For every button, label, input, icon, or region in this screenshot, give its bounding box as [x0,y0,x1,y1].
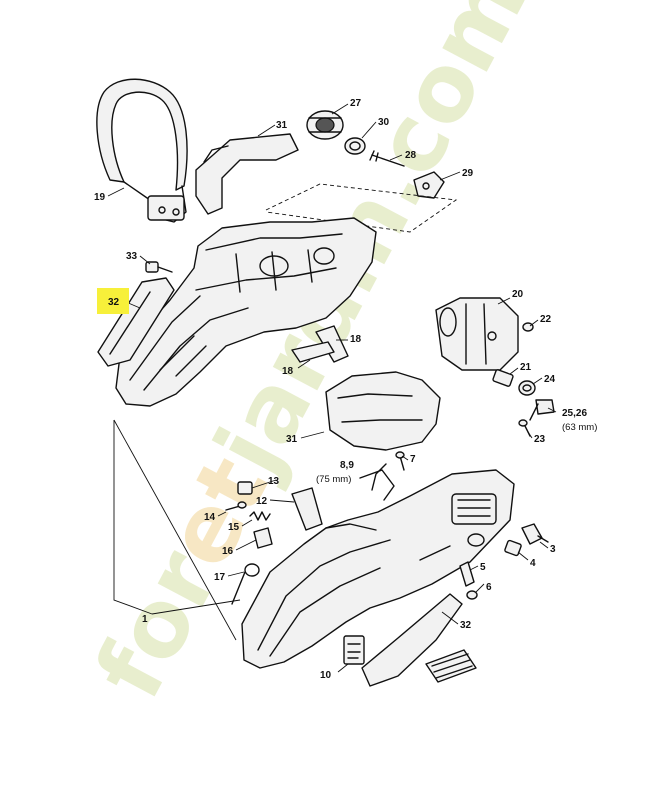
callout-27[interactable]: 27 [350,98,362,109]
callout-5[interactable]: 5 [480,562,486,573]
callout-10[interactable]: 10 [320,670,332,681]
callout-32-right[interactable]: 32 [460,620,472,631]
part-18-brackets[interactable] [291,325,349,363]
main-housing-upper[interactable] [115,217,377,407]
part-32-right-strip[interactable] [361,593,463,687]
callout-31-top[interactable]: 31 [276,120,288,131]
part-17-torsion-spring[interactable] [231,563,260,605]
callout-18-bottom[interactable]: 18 [282,366,294,377]
part-10-decal[interactable] [343,635,365,665]
callout-3[interactable]: 3 [550,544,556,555]
part-29-latch[interactable] [413,171,445,199]
part-22-screw[interactable] [522,322,534,332]
callout-8-9[interactable]: 8,9 [340,460,354,471]
part-8-9-spring[interactable] [371,463,387,491]
anti-slip-pad [425,649,477,683]
callout-4[interactable]: 4 [530,558,536,569]
part-3-bolt[interactable] [521,523,549,545]
callout-30[interactable]: 30 [378,117,390,128]
callout-labels: 19 31 27 30 28 29 33 32 20 22 21 24 25,2… [94,98,597,681]
note-63mm: (63 mm) [562,422,597,433]
part-16-lever[interactable] [253,527,273,549]
callout-32-left[interactable]: 32 [108,297,120,308]
callout-15[interactable]: 15 [228,522,240,533]
callout-23[interactable]: 23 [534,434,546,445]
part-24-washer[interactable] [518,380,536,396]
part-14-pin[interactable] [225,501,247,511]
callout-21[interactable]: 21 [520,362,532,373]
part-33-bolt[interactable] [145,261,173,273]
part-30-washer[interactable] [344,137,366,155]
callout-29[interactable]: 29 [462,168,474,179]
note-75mm: (75 mm) [316,474,351,485]
part-32-left-strip[interactable] [97,277,175,367]
callout-1[interactable]: 1 [142,614,148,625]
part-21-screw[interactable] [492,369,514,387]
callout-24[interactable]: 24 [544,374,556,385]
callout-20[interactable]: 20 [512,289,524,300]
callout-22[interactable]: 22 [540,314,552,325]
callout-17[interactable]: 17 [214,572,226,583]
highlight-32 [97,288,129,314]
part-12-throttle-trigger[interactable] [291,487,323,531]
part-20-filter-cover[interactable] [435,297,519,371]
part-31-top-cover[interactable] [195,133,299,215]
part-5-stud[interactable] [459,561,475,587]
callout-14[interactable]: 14 [204,512,216,523]
callout-33[interactable]: 33 [126,251,138,262]
part-15-spring[interactable] [249,511,271,521]
callout-18-top[interactable]: 18 [350,334,362,345]
callout-28[interactable]: 28 [405,150,417,161]
part-1-rear-handle-housing[interactable] [241,469,515,669]
callout-12[interactable]: 12 [256,496,268,507]
part-23-screw[interactable] [518,419,531,437]
callout-7[interactable]: 7 [410,454,416,465]
part-6-nut[interactable] [466,590,478,600]
part-25-26-spacer[interactable] [529,399,555,421]
callout-13[interactable]: 13 [268,476,280,487]
callout-6[interactable]: 6 [486,582,492,593]
leader-lines [107,103,557,673]
part-19-front-handle[interactable] [96,78,188,223]
part-13-interlock[interactable] [237,481,253,495]
part-31-middle-cover[interactable] [325,371,441,451]
part-28-screw[interactable] [369,150,405,167]
callout-19[interactable]: 19 [94,192,106,203]
callout-16[interactable]: 16 [222,546,234,557]
part-7-screw[interactable] [395,451,405,471]
callout-25-26[interactable]: 25,26 [562,408,587,419]
part-4-nut[interactable] [504,539,522,557]
part-27-knob[interactable] [306,110,344,140]
callout-31-middle[interactable]: 31 [286,434,298,445]
